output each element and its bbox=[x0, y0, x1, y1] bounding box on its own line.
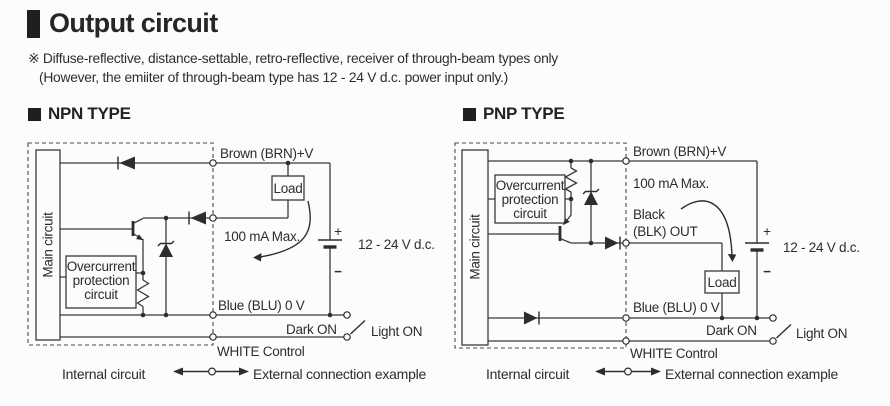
pnp-main-circuit-label: Main circuit bbox=[468, 214, 483, 280]
pnp-load-label: Load bbox=[707, 275, 736, 290]
pnp-current-arrow-icon bbox=[680, 200, 737, 262]
pnp-supply-voltage-label: 12 - 24 V d.c. bbox=[783, 240, 860, 255]
npn-legend-internal-label: Internal circuit bbox=[62, 366, 146, 382]
legend-arrow-icon bbox=[173, 367, 249, 376]
npn-resistor-icon bbox=[136, 279, 150, 308]
page-title-row: Output circuit bbox=[27, 8, 218, 39]
npn-section-heading: NPN TYPE bbox=[28, 104, 131, 124]
pnp-heading-label: PNP TYPE bbox=[483, 104, 565, 123]
pnp-battery-minus-label: − bbox=[763, 264, 771, 279]
pnp-overcurrent-box bbox=[494, 174, 566, 224]
npn-dark-on-label: Dark ON bbox=[286, 322, 337, 337]
npn-supply-voltage-label: 12 - 24 V d.c. bbox=[358, 237, 435, 252]
pnp-transistor-icon bbox=[558, 218, 570, 241]
pnp-blue-diode-icon bbox=[524, 311, 540, 325]
pnp-legend-external-label: External connection example bbox=[665, 366, 838, 382]
npn-legend-external-label: External connection example bbox=[253, 366, 426, 382]
npn-legend: Internal circuit External connection exa… bbox=[62, 366, 427, 382]
pnp-overcurrent-line1: Overcurrent bbox=[496, 178, 565, 193]
section-marker-icon bbox=[28, 107, 41, 121]
npn-light-on-label: Light ON bbox=[371, 324, 422, 339]
page-title: Output circuit bbox=[49, 8, 218, 38]
pnp-legend-internal-label: Internal circuit bbox=[486, 366, 570, 382]
pnp-section-heading: PNP TYPE bbox=[463, 104, 565, 124]
npn-main-circuit-box bbox=[35, 149, 61, 341]
npn-reverse-diode-icon bbox=[117, 156, 135, 170]
npn-overcurrent-line2: protection bbox=[73, 273, 130, 288]
note-text: ※ Diffuse-reflective, distance-settable,… bbox=[28, 49, 558, 87]
pnp-load-box bbox=[704, 270, 740, 294]
npn-blue-wire-label: Blue (BLU) 0 V bbox=[218, 298, 305, 313]
pnp-battery-plus-label: + bbox=[763, 224, 771, 239]
npn-transistor-icon bbox=[131, 221, 144, 241]
npn-load-label: Load bbox=[273, 181, 302, 196]
pnp-junction-dots bbox=[568, 158, 760, 321]
pnp-black-out-label-line2: (BLK) OUT bbox=[633, 224, 698, 239]
section-marker-icon bbox=[463, 107, 476, 121]
npn-battery-icon bbox=[318, 239, 342, 249]
npn-overcurrent-box bbox=[65, 255, 137, 309]
npn-overcurrent-line3: circuit bbox=[84, 287, 118, 302]
pnp-mode-switch-icon bbox=[776, 323, 792, 339]
pnp-dark-on-label: Dark ON bbox=[706, 323, 757, 338]
title-bar-icon bbox=[27, 9, 40, 38]
npn-battery-plus-label: + bbox=[334, 224, 342, 239]
pnp-diagram: Main circuit Overcurrent protection circ… bbox=[454, 142, 860, 382]
pnp-resistor-icon bbox=[564, 167, 578, 193]
npn-internal-boundary bbox=[27, 142, 214, 346]
pnp-current-limit-label: 100 mA Max. bbox=[633, 176, 709, 191]
npn-current-arrow-icon bbox=[253, 200, 311, 262]
npn-current-limit-label: 100 mA Max. bbox=[224, 229, 300, 244]
pnp-zener-diode-icon bbox=[582, 188, 600, 205]
pnp-overcurrent-line3: circuit bbox=[513, 206, 547, 221]
npn-zener-diode-icon bbox=[157, 240, 175, 257]
npn-brown-wire-label: Brown (BRN)+V bbox=[220, 146, 313, 161]
pnp-output-diode-icon bbox=[605, 236, 621, 250]
legend-arrow-icon bbox=[595, 367, 661, 376]
npn-mode-switch-icon bbox=[350, 319, 366, 335]
pnp-circuit-wires bbox=[488, 160, 770, 342]
npn-load-box bbox=[271, 175, 305, 201]
npn-terminal-circles bbox=[209, 159, 351, 341]
pnp-white-control-label: WHITE Control bbox=[630, 346, 718, 361]
npn-heading-label: NPN TYPE bbox=[48, 104, 131, 123]
pnp-overcurrent-line2: protection bbox=[502, 192, 559, 207]
npn-overcurrent-line1: Overcurrent bbox=[67, 259, 136, 274]
npn-main-circuit-label: Main circuit bbox=[41, 212, 56, 278]
pnp-light-on-label: Light ON bbox=[796, 326, 847, 341]
npn-diagram: Main circuit Overcurrent protection circ… bbox=[27, 142, 435, 382]
npn-white-control-label: WHITE Control bbox=[217, 344, 305, 359]
npn-junction-dots bbox=[140, 160, 333, 318]
npn-battery-minus-label: − bbox=[334, 264, 342, 279]
pnp-main-circuit-box bbox=[461, 149, 489, 346]
pnp-legend: Internal circuit External connection exa… bbox=[486, 366, 839, 382]
note-line-1: ※ Diffuse-reflective, distance-settable,… bbox=[28, 51, 558, 66]
pnp-blue-wire-label: Blue (BLU) 0 V bbox=[633, 300, 720, 315]
npn-output-diode-icon bbox=[188, 211, 206, 225]
pnp-battery-icon bbox=[745, 242, 769, 252]
pnp-brown-wire-label: Brown (BRN)+V bbox=[633, 144, 726, 159]
note-line-2: (However, the emiiter of through-beam ty… bbox=[39, 70, 509, 85]
pnp-terminal-circles bbox=[622, 157, 777, 345]
pnp-black-out-label-line1: Black bbox=[633, 207, 665, 222]
